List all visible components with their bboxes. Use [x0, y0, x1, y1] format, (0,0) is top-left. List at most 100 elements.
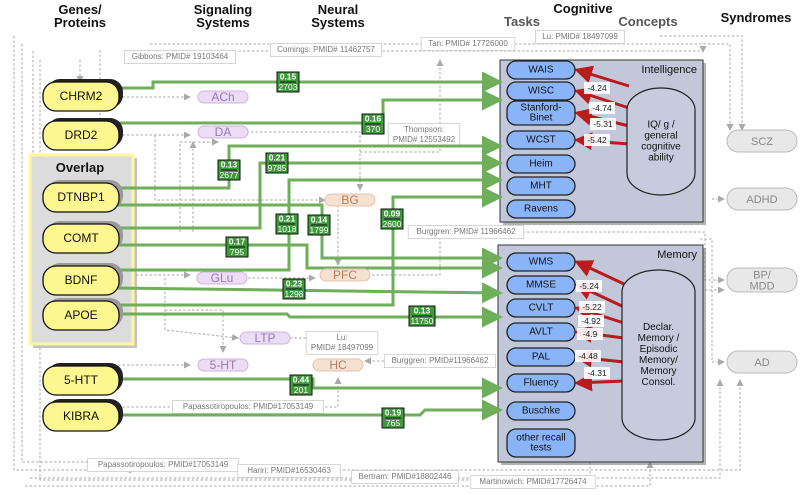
- task-label: WISC: [528, 86, 554, 97]
- signaling-label: 5-HT: [210, 358, 237, 372]
- gene-label: DTNBP1: [57, 190, 105, 204]
- gene-comt[interactable]: [42, 223, 120, 254]
- task-fluency[interactable]: [506, 373, 576, 393]
- reference-label-box: [383, 354, 496, 368]
- reference-label: Lu: PMID# 18497099: [542, 32, 618, 41]
- association-line: [118, 186, 503, 307]
- header-neural: Neural: [318, 2, 358, 17]
- task-label: Stanford-: [520, 103, 561, 114]
- reference-label-box: [237, 464, 341, 478]
- correlation-value: 0.21: [279, 213, 296, 223]
- effect-size-label: -4.74: [592, 103, 612, 113]
- gene-5-htt[interactable]: [42, 365, 120, 396]
- task-label: Fluency: [523, 378, 558, 389]
- reference-link-line: [164, 278, 239, 341]
- reference-label: Bertram: PMID#18802446: [359, 472, 452, 481]
- sample-size-value: 2703: [279, 82, 298, 92]
- task-label: tests: [530, 443, 551, 454]
- reference-link-line: [165, 309, 227, 353]
- gene-label: CHRM2: [60, 89, 103, 103]
- syndrome-adhd[interactable]: [726, 187, 798, 211]
- association-line: [118, 152, 503, 230]
- reference-label: Comings: PMID# 11462757: [277, 45, 375, 54]
- reference-label: Tan: PMID# 17726000: [428, 39, 508, 48]
- gene-bdnf[interactable]: [42, 265, 120, 296]
- concept-oval: [626, 87, 696, 196]
- sample-size-value: 795: [230, 247, 244, 257]
- effect-size-label: -4.92: [581, 316, 601, 326]
- task-wais[interactable]: [506, 60, 576, 80]
- reference-link-line: [700, 238, 725, 366]
- association-line: [118, 89, 503, 125]
- association-line: [118, 71, 503, 93]
- syndrome-label: MDD: [749, 280, 774, 292]
- correlation-value: 0.09: [384, 208, 401, 218]
- signaling-da[interactable]: [197, 125, 249, 139]
- syndrome-scz[interactable]: [726, 129, 798, 153]
- effect-arrow: [574, 65, 630, 88]
- reference-link-line: [360, 59, 444, 153]
- reference-label-box: [351, 470, 459, 484]
- effect-size-label: -5.42: [587, 135, 607, 145]
- concept-label: Memory/: [639, 355, 678, 366]
- effect-label-box: [577, 328, 603, 340]
- correlation-value: 0.23: [286, 278, 303, 288]
- gene-drd2[interactable]: [42, 120, 120, 151]
- effect-size-label: -4.48: [578, 351, 598, 361]
- sample-size-value: 2600: [383, 219, 402, 229]
- correlation-value: 0.19: [385, 407, 402, 417]
- signaling-5-ht[interactable]: [197, 358, 249, 372]
- correlation-value: 0.17: [229, 236, 246, 246]
- task-otherrecalltests[interactable]: [506, 428, 576, 458]
- task-stanfordbinet[interactable]: [506, 100, 576, 126]
- task-wms[interactable]: [506, 252, 576, 272]
- effect-size-label: -5.24: [579, 281, 599, 291]
- signaling-glu[interactable]: [196, 271, 248, 285]
- task-mht[interactable]: [506, 176, 576, 196]
- signaling-ltp[interactable]: [239, 331, 291, 345]
- correlation-value: 0.15: [280, 71, 297, 81]
- concept-label: Episodic: [640, 344, 678, 355]
- task-heim[interactable]: [506, 154, 576, 174]
- task-label: AVLT: [529, 327, 553, 338]
- reference-label-box: [420, 37, 516, 51]
- neural-hc[interactable]: [312, 358, 364, 372]
- header-tasks: Tasks: [504, 14, 540, 29]
- task-wisc[interactable]: [506, 81, 576, 101]
- gene-kibra[interactable]: [42, 401, 120, 432]
- signaling-ach[interactable]: [197, 90, 249, 104]
- gene-label: APOE: [64, 308, 97, 322]
- task-avlt[interactable]: [506, 322, 576, 342]
- neural-pfc[interactable]: [319, 268, 371, 282]
- neural-label: HC: [329, 358, 347, 372]
- reference-label: PMID# 12553492: [393, 135, 456, 144]
- reference-label: Thompson:: [404, 125, 444, 134]
- gene-apoe[interactable]: [42, 300, 120, 331]
- gene-dtnbp1[interactable]: [42, 182, 120, 213]
- syndrome-ad[interactable]: [726, 350, 798, 374]
- effect-label-box: [578, 315, 604, 327]
- task-label: CVLT: [529, 303, 554, 314]
- task-ravens[interactable]: [506, 199, 576, 219]
- effect-label-box: [590, 118, 616, 130]
- task-mmse[interactable]: [506, 275, 576, 295]
- association-line: [118, 306, 503, 328]
- syndrome-bpmdd[interactable]: [726, 267, 798, 293]
- effect-arrow: [574, 260, 625, 286]
- association-line: [118, 135, 503, 190]
- task-label: Heim: [529, 159, 552, 170]
- task-wcst[interactable]: [506, 130, 576, 150]
- gene-label: KIBRA: [63, 409, 99, 423]
- header-concepts: Concepts: [618, 14, 677, 29]
- reference-label: PMID# 18497099: [311, 343, 374, 352]
- task-label: WAIS: [528, 65, 554, 76]
- concept-label: general: [644, 131, 677, 142]
- task-cvlt[interactable]: [506, 298, 576, 318]
- task-buschke[interactable]: [506, 401, 576, 421]
- gene-chrm2[interactable]: [42, 81, 120, 112]
- reference-label-box: [305, 331, 379, 355]
- neural-bg[interactable]: [324, 193, 376, 207]
- task-label: PAL: [532, 352, 551, 363]
- reference-label: Burggren: PMID# 11966462: [416, 227, 516, 236]
